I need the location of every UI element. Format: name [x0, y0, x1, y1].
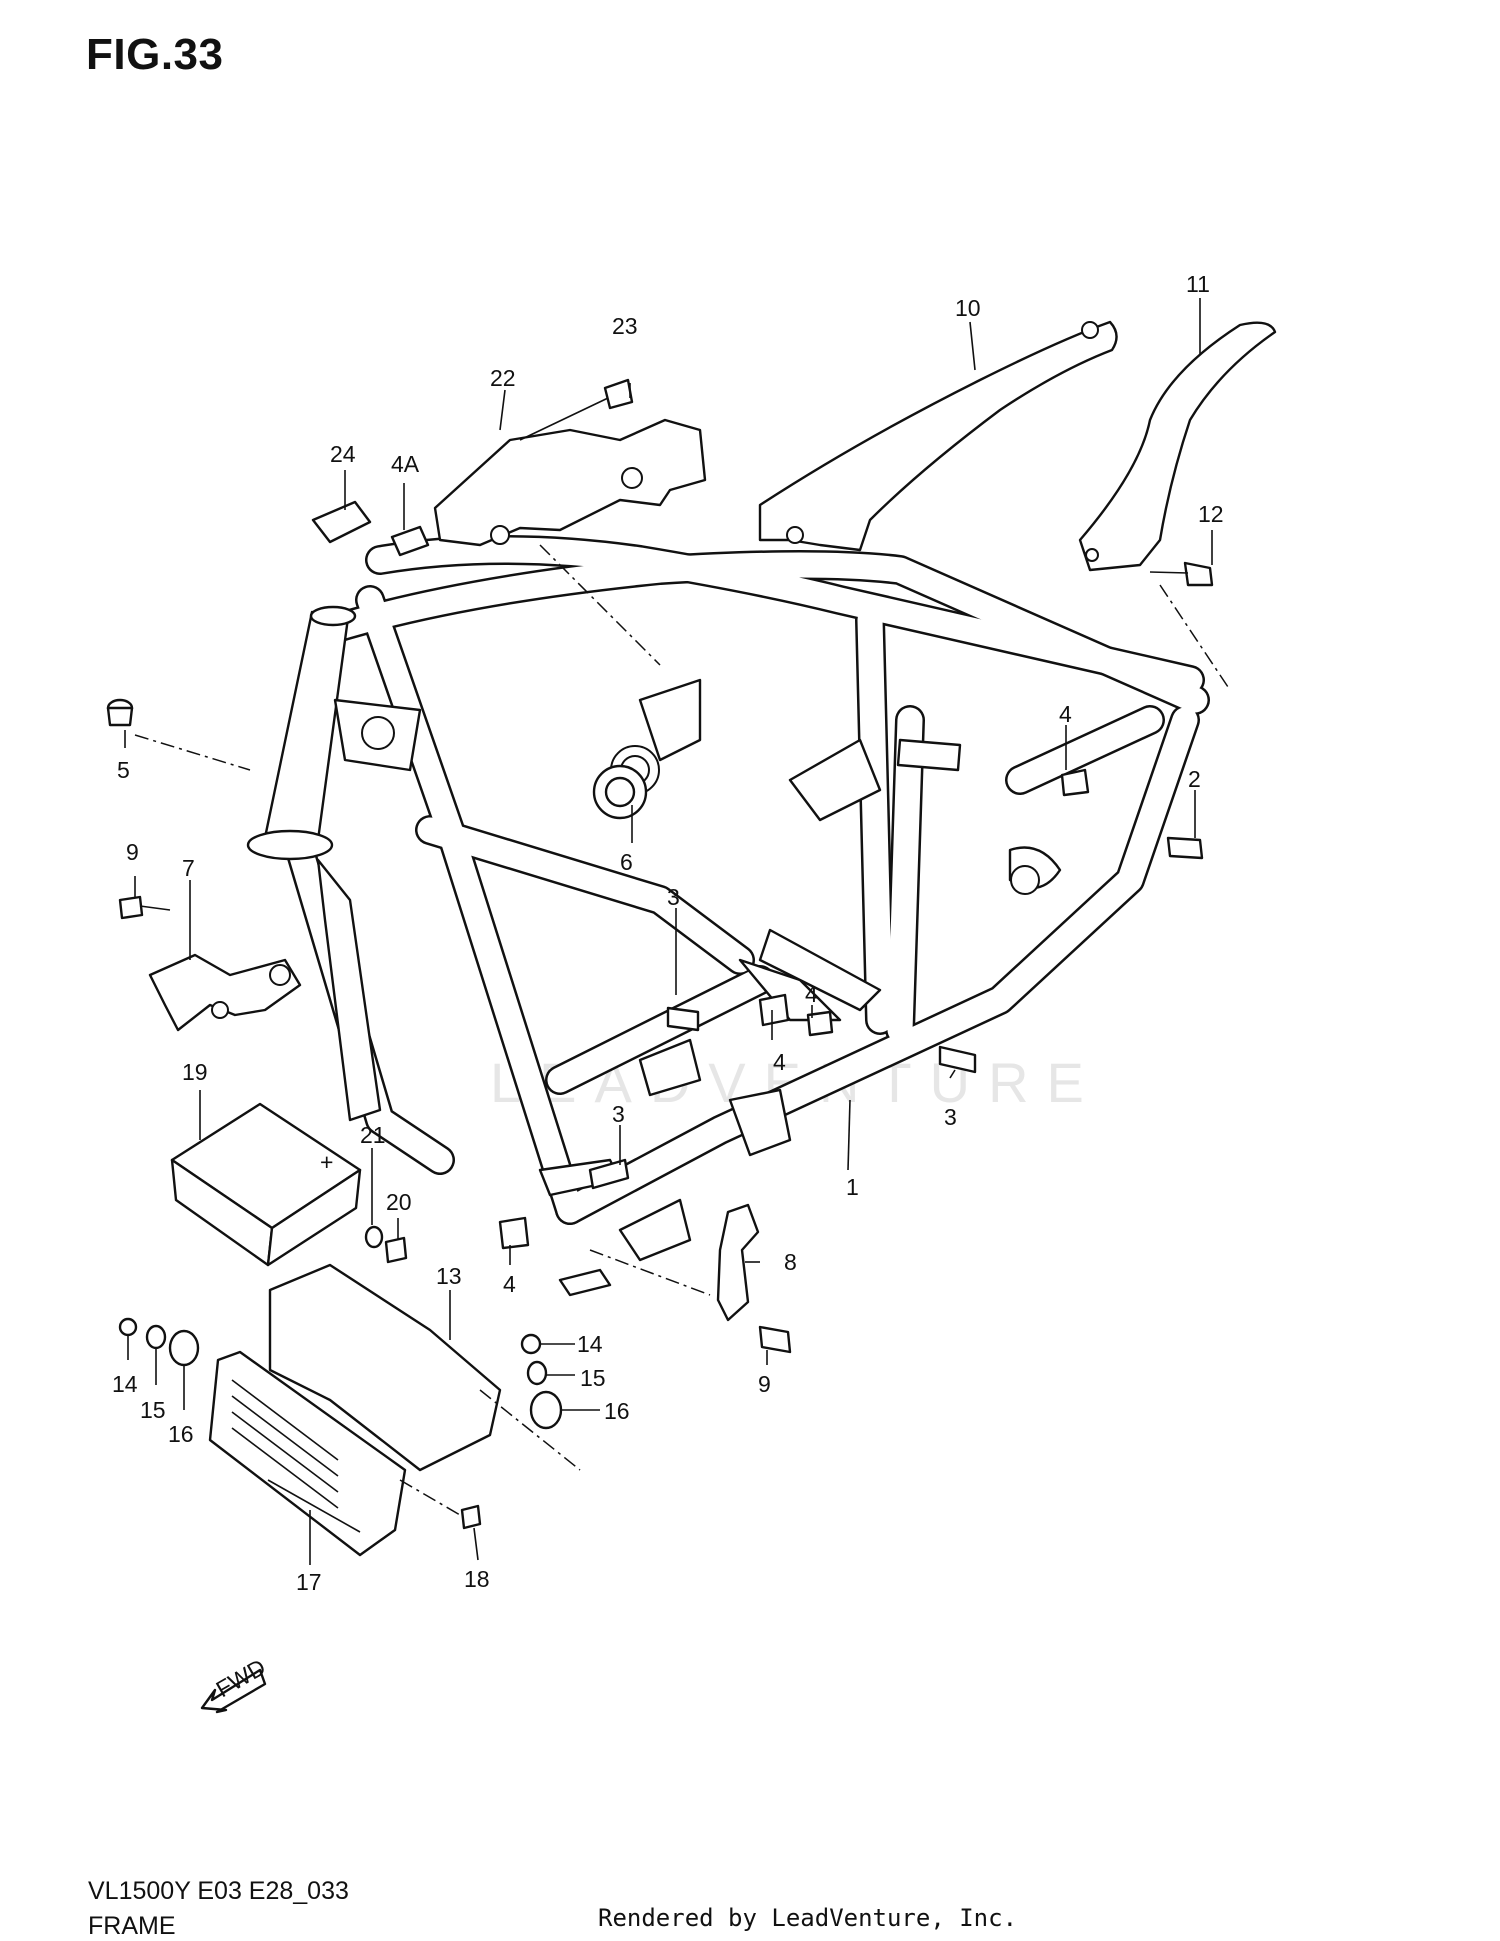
leader-lines [124, 298, 1231, 1565]
callout-20: 20 [386, 1189, 412, 1215]
render-credit: Rendered by LeadVenture, Inc. [598, 1904, 1018, 1932]
callout-13: 13 [436, 1263, 462, 1289]
callout-22: 22 [490, 365, 516, 391]
callout-15-a: 15 [140, 1397, 166, 1423]
callout-2: 2 [1188, 766, 1201, 792]
callout-19: 19 [182, 1059, 208, 1085]
part-2-bolt [1166, 836, 1204, 860]
callout-4-c: 4 [773, 1049, 786, 1075]
callout-10: 10 [955, 295, 981, 321]
figure-title: FIG.33 [86, 30, 224, 79]
part-4A-pad [390, 525, 430, 557]
part-7-bracket [148, 953, 302, 1032]
callout-4-d: 4 [503, 1271, 516, 1297]
part-4-nut-3 [806, 1010, 834, 1037]
part-15-spacer-left [145, 1324, 167, 1350]
callout-9-b: 9 [758, 1371, 771, 1397]
part-3-bolt-2 [938, 1045, 977, 1074]
part-4-nut-2 [758, 993, 790, 1027]
part-4-nut-1 [1060, 768, 1090, 797]
callout-15-b: 15 [580, 1365, 606, 1391]
callout-labels: 1 2 3 3 3 4 4 4 4 4A 5 6 7 8 9 9 10 11 1… [112, 271, 1224, 1595]
part-10-rail [758, 320, 1118, 552]
callout-3-c: 3 [944, 1104, 957, 1130]
part-5-plug [106, 698, 134, 727]
part-12-bolt [1183, 561, 1214, 587]
callout-4-a: 4 [1059, 701, 1072, 727]
part-9-bolt-upper [118, 895, 144, 920]
part-19-battery: + [170, 1102, 362, 1267]
part-13-cover [268, 1263, 502, 1472]
callout-16-b: 16 [604, 1398, 630, 1424]
svg-text:+: + [320, 1149, 333, 1175]
callout-18: 18 [464, 1566, 490, 1592]
part-22-bracket [433, 418, 707, 547]
callout-17: 17 [296, 1569, 322, 1595]
callout-3-a: 3 [667, 884, 680, 910]
callout-4A: 4A [391, 451, 420, 477]
part-24-pad [311, 500, 372, 544]
callout-5: 5 [117, 757, 130, 783]
callout-1: 1 [846, 1174, 859, 1200]
callout-7: 7 [182, 855, 195, 881]
main-frame [246, 535, 1210, 1297]
part-16-grommet-right [529, 1390, 563, 1430]
callout-23: 23 [612, 313, 638, 339]
part-15-spacer-right [526, 1360, 548, 1386]
part-8-bracket [716, 1203, 760, 1322]
part-14-collar-left [118, 1317, 138, 1337]
callout-3-b: 3 [612, 1101, 625, 1127]
section-name: FRAME [88, 1912, 176, 1940]
part-3-bolt-1 [666, 1006, 700, 1032]
callout-16-a: 16 [168, 1421, 194, 1447]
callout-6: 6 [620, 849, 633, 875]
callout-9-a: 9 [126, 839, 139, 865]
part-21-washer [364, 1225, 384, 1249]
callout-11: 11 [1186, 271, 1210, 297]
part-9-bolt-lower [758, 1325, 792, 1354]
callout-21: 21 [360, 1122, 386, 1148]
part-23-bolt [519, 378, 634, 441]
callout-8: 8 [784, 1249, 797, 1275]
part-11-rail [1078, 321, 1277, 572]
part-4-nut-4 [498, 1216, 530, 1250]
callout-4-b: 4 [805, 981, 818, 1007]
part-3-bolt-3 [588, 1158, 630, 1190]
callout-14-b: 14 [577, 1331, 603, 1357]
part-16-grommet-left [168, 1329, 200, 1367]
callout-12: 12 [1198, 501, 1224, 527]
part-17-grille-cover [208, 1350, 407, 1557]
part-6-grommet [592, 764, 648, 820]
part-20-bolt [384, 1236, 408, 1264]
fwd-arrow-icon: FWD [200, 1654, 270, 1714]
callout-24: 24 [330, 441, 356, 467]
part-18-screw [460, 1504, 482, 1530]
part-14-collar-right [520, 1333, 542, 1355]
model-code: VL1500Y E03 E28_033 [88, 1877, 349, 1905]
callout-14-a: 14 [112, 1371, 138, 1397]
